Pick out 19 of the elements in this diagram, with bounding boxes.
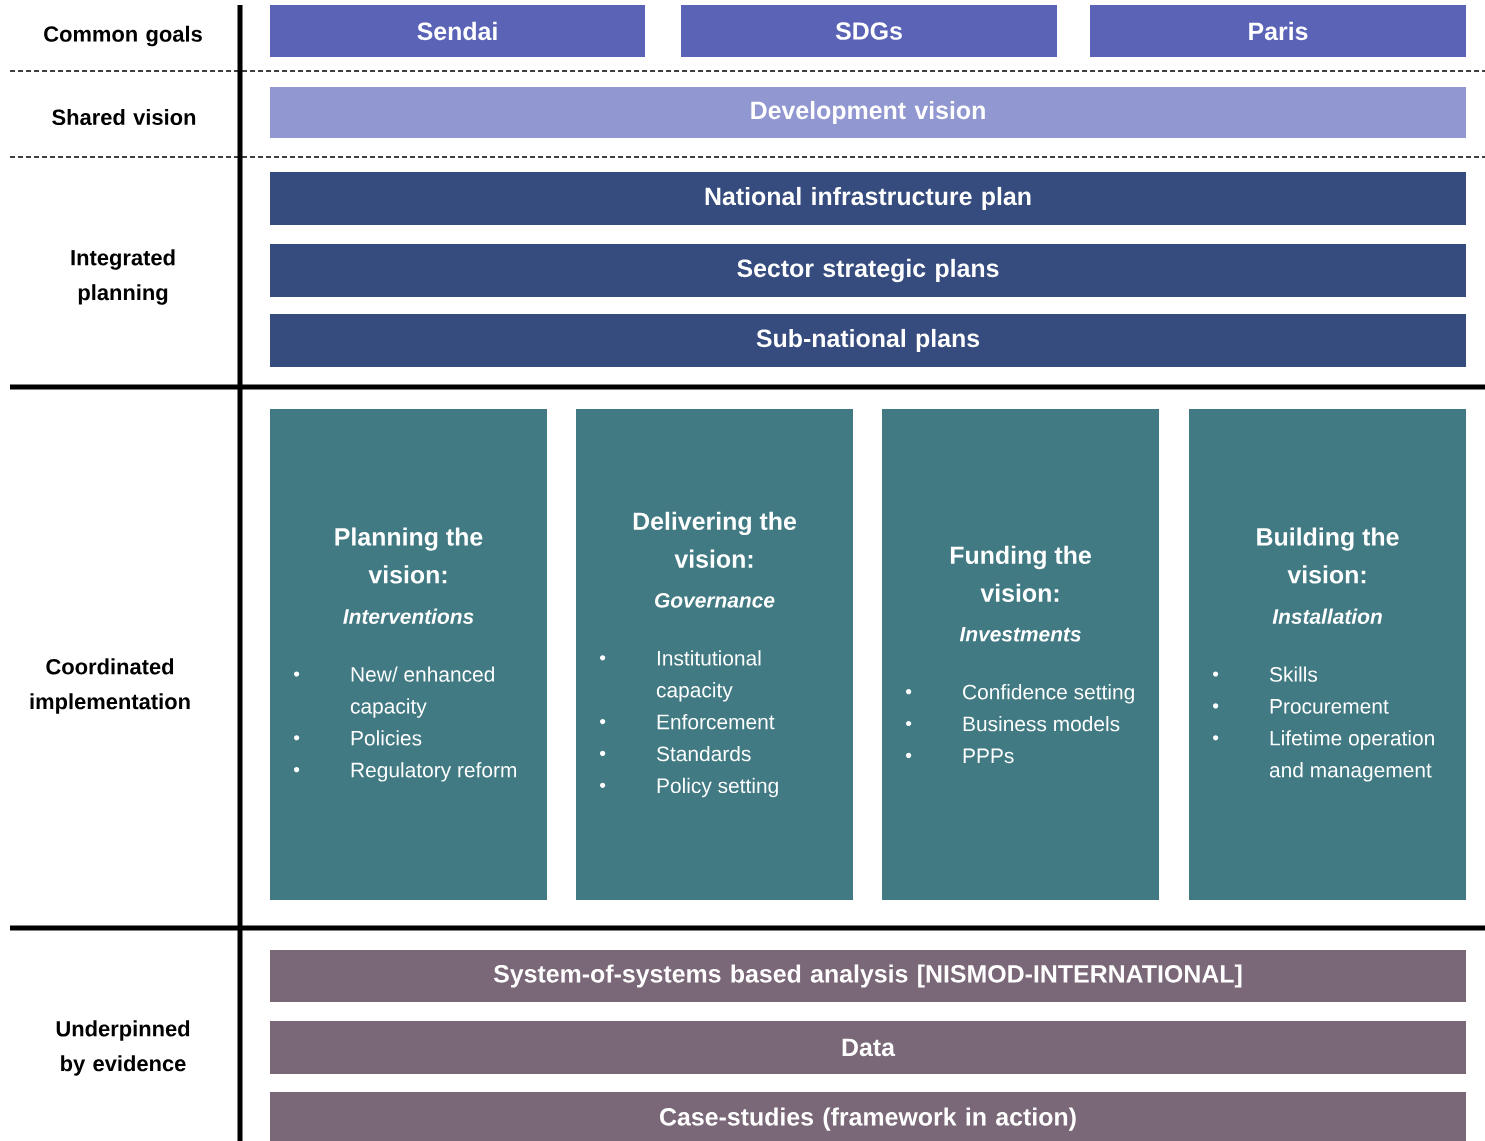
column-box: Delivering the vision: Governance Institutional capacity Enforcement Standards Policy setting (576, 409, 853, 900)
goal-box: Paris (1090, 5, 1466, 57)
row-label: Common goals (44, 25, 202, 47)
row-label: Integrated planning (71, 249, 175, 305)
column-box: Funding the vision: Investments Confidence setting Business models PPPs (882, 409, 1159, 900)
column-box: Planning the vision: Interventions New/ enhanced capacity Policies Regulatory reform (270, 409, 547, 900)
plan-box: National infrastructure plan (270, 172, 1466, 225)
goal-box: Sendai (270, 5, 645, 57)
evidence-box: Data (270, 1021, 1466, 1074)
row-label: Shared vision (52, 108, 196, 126)
column-box: Building the vision: Installation Skills Procurement Lifetime operation and management (1189, 409, 1466, 900)
vision-box: Development vision (270, 87, 1466, 138)
row-label: Coordinated implementation (30, 658, 190, 714)
evidence-box: Case-studies (framework in action) (270, 1092, 1466, 1141)
goal-box: SDGs (681, 5, 1057, 57)
plan-box: Sub-national plans (270, 314, 1466, 367)
evidence-box: System-of-systems based analysis [NISMOD-INTERNATIONAL] (270, 950, 1466, 1002)
plan-box: Sector strategic plans (270, 244, 1466, 297)
row-label: Underpinned by evidence (56, 1020, 190, 1076)
